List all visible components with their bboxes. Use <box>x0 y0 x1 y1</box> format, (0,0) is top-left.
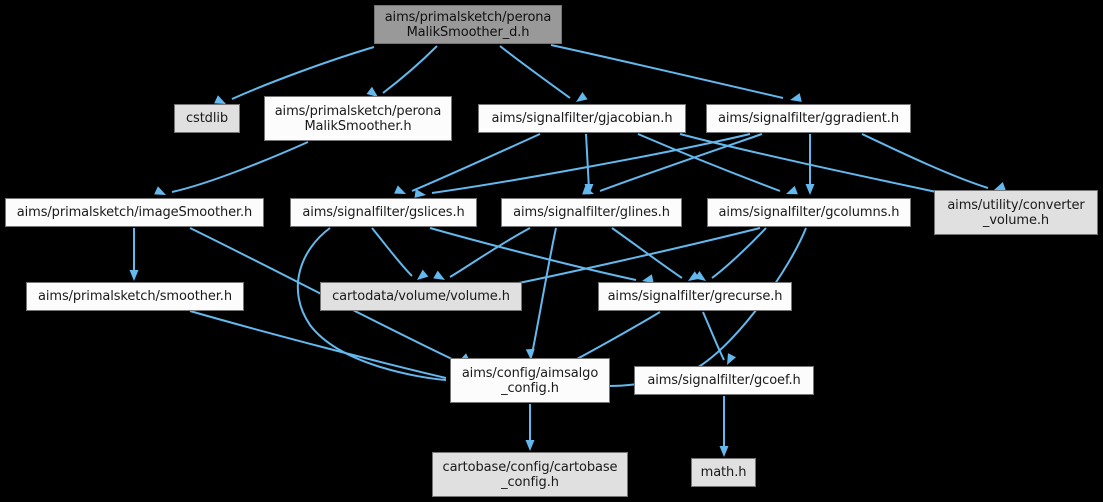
graph-node-glines[interactable]: aims/signalfilter/glines.h <box>501 198 682 227</box>
graph-edge-glines-volume <box>449 227 531 278</box>
graph-node-pmsmoother[interactable]: aims/primalsketch/perona MalikSmoother.h <box>264 96 452 141</box>
graph-edge-ggrad-gslices <box>431 133 751 194</box>
graph-node-gcoef[interactable]: aims/signalfilter/gcoef.h <box>634 366 814 395</box>
graph-edge-glines-grecurse <box>611 227 683 279</box>
graph-edge-gjac-gcolumns <box>637 133 781 192</box>
graph-edge-gjac-gslices <box>411 133 541 192</box>
graph-edge-gjac-converter <box>679 133 961 198</box>
graph-node-grecurse[interactable]: aims/signalfilter/grecurse.h <box>598 282 792 311</box>
graph-edge-gcolumns-grecurse <box>711 227 767 279</box>
graph-edge-gslices-grecurse <box>429 227 637 281</box>
graph-node-smoother[interactable]: aims/primalsketch/smoother.h <box>26 282 244 311</box>
graph-node-gslices[interactable]: aims/signalfilter/gslices.h <box>290 198 477 227</box>
graph-edge-root-cstdlib <box>231 46 375 100</box>
graph-arrowhead-gcolumns-grecurse <box>694 271 706 281</box>
graph-arrowhead-imgsmooth-smoother <box>129 270 139 281</box>
graph-node-volume[interactable]: cartodata/volume/volume.h <box>320 282 522 311</box>
graph-edge-root-pmsmoother <box>382 45 438 94</box>
graph-edge-gslices-volume <box>371 227 413 277</box>
graph-edge-pmsmooth-imgsmooth <box>171 141 309 193</box>
graph-node-gcolumns[interactable]: aims/signalfilter/gcolumns.h <box>707 198 911 227</box>
graph-edge-grecurse-gcoef <box>702 311 725 361</box>
graph-arrowhead-root-pmsmoother <box>366 86 378 97</box>
graph-edge-ggrad-glines <box>599 133 763 192</box>
graph-node-gjacobian[interactable]: aims/signalfilter/gjacobian.h <box>478 104 686 133</box>
graph-edge-glines-aimsalgo <box>531 227 557 355</box>
graph-arrowhead-gjac-gcolumns <box>786 185 798 195</box>
graph-node-converter[interactable]: aims/utility/converter _volume.h <box>934 190 1098 235</box>
graph-edge-gslices-aimsalgo <box>296 227 447 381</box>
graph-edge-root-ggradient <box>550 44 784 99</box>
graph-node-imagesmooth[interactable]: aims/primalsketch/imageSmoother.h <box>5 198 264 227</box>
graph-arrowhead-ggrad-glines <box>582 186 594 195</box>
graph-arrowhead-ggrad-converter <box>994 182 1006 191</box>
graph-node-math[interactable]: math.h <box>691 458 756 487</box>
graph-edge-root-gjacobian <box>499 45 571 99</box>
graph-arrowhead-aimsalgo-cartobase <box>525 440 535 451</box>
graph-arrowhead-gslices-grecurse <box>642 274 654 284</box>
graph-arrowhead-root-ggradient <box>790 93 802 102</box>
graph-node-aimsalgo[interactable]: aims/config/aimsalgo _config.h <box>450 358 610 403</box>
graph-arrowhead-gslices-volume <box>417 269 429 280</box>
graph-arrowhead-ggrad-gcolumns <box>805 184 815 195</box>
graph-edge-gjac-glines <box>585 133 590 191</box>
graph-arrowhead-gjac-gslices <box>394 185 406 194</box>
graph-arrowhead-grecurse-gcoef <box>727 353 737 365</box>
graph-arrowhead-ggrad-gslices <box>414 189 426 198</box>
graph-node-cstdlib[interactable]: cstdlib <box>174 104 240 133</box>
graph-arrowhead-root-cstdlib <box>214 95 226 104</box>
graph-arrowhead-pmsmooth-imgsmooth <box>154 186 166 195</box>
graph-node-cartobase[interactable]: cartobase/config/cartobase _config.h <box>432 452 628 497</box>
graph-node-ggradient[interactable]: aims/signalfilter/ggradient.h <box>706 104 911 133</box>
graph-node-root[interactable]: aims/primalsketch/perona MalikSmoother_d… <box>374 5 562 44</box>
graph-arrowhead-root-gjacobian <box>576 92 588 102</box>
graph-edge-smoother-aimsalgo <box>189 310 447 379</box>
graph-arrowhead-glines-aimsalgo <box>525 348 535 360</box>
graph-edge-ggrad-converter <box>861 133 989 189</box>
graph-arrowhead-gcoef-math <box>719 446 729 457</box>
graph-arrowhead-glines-volume <box>433 270 445 280</box>
